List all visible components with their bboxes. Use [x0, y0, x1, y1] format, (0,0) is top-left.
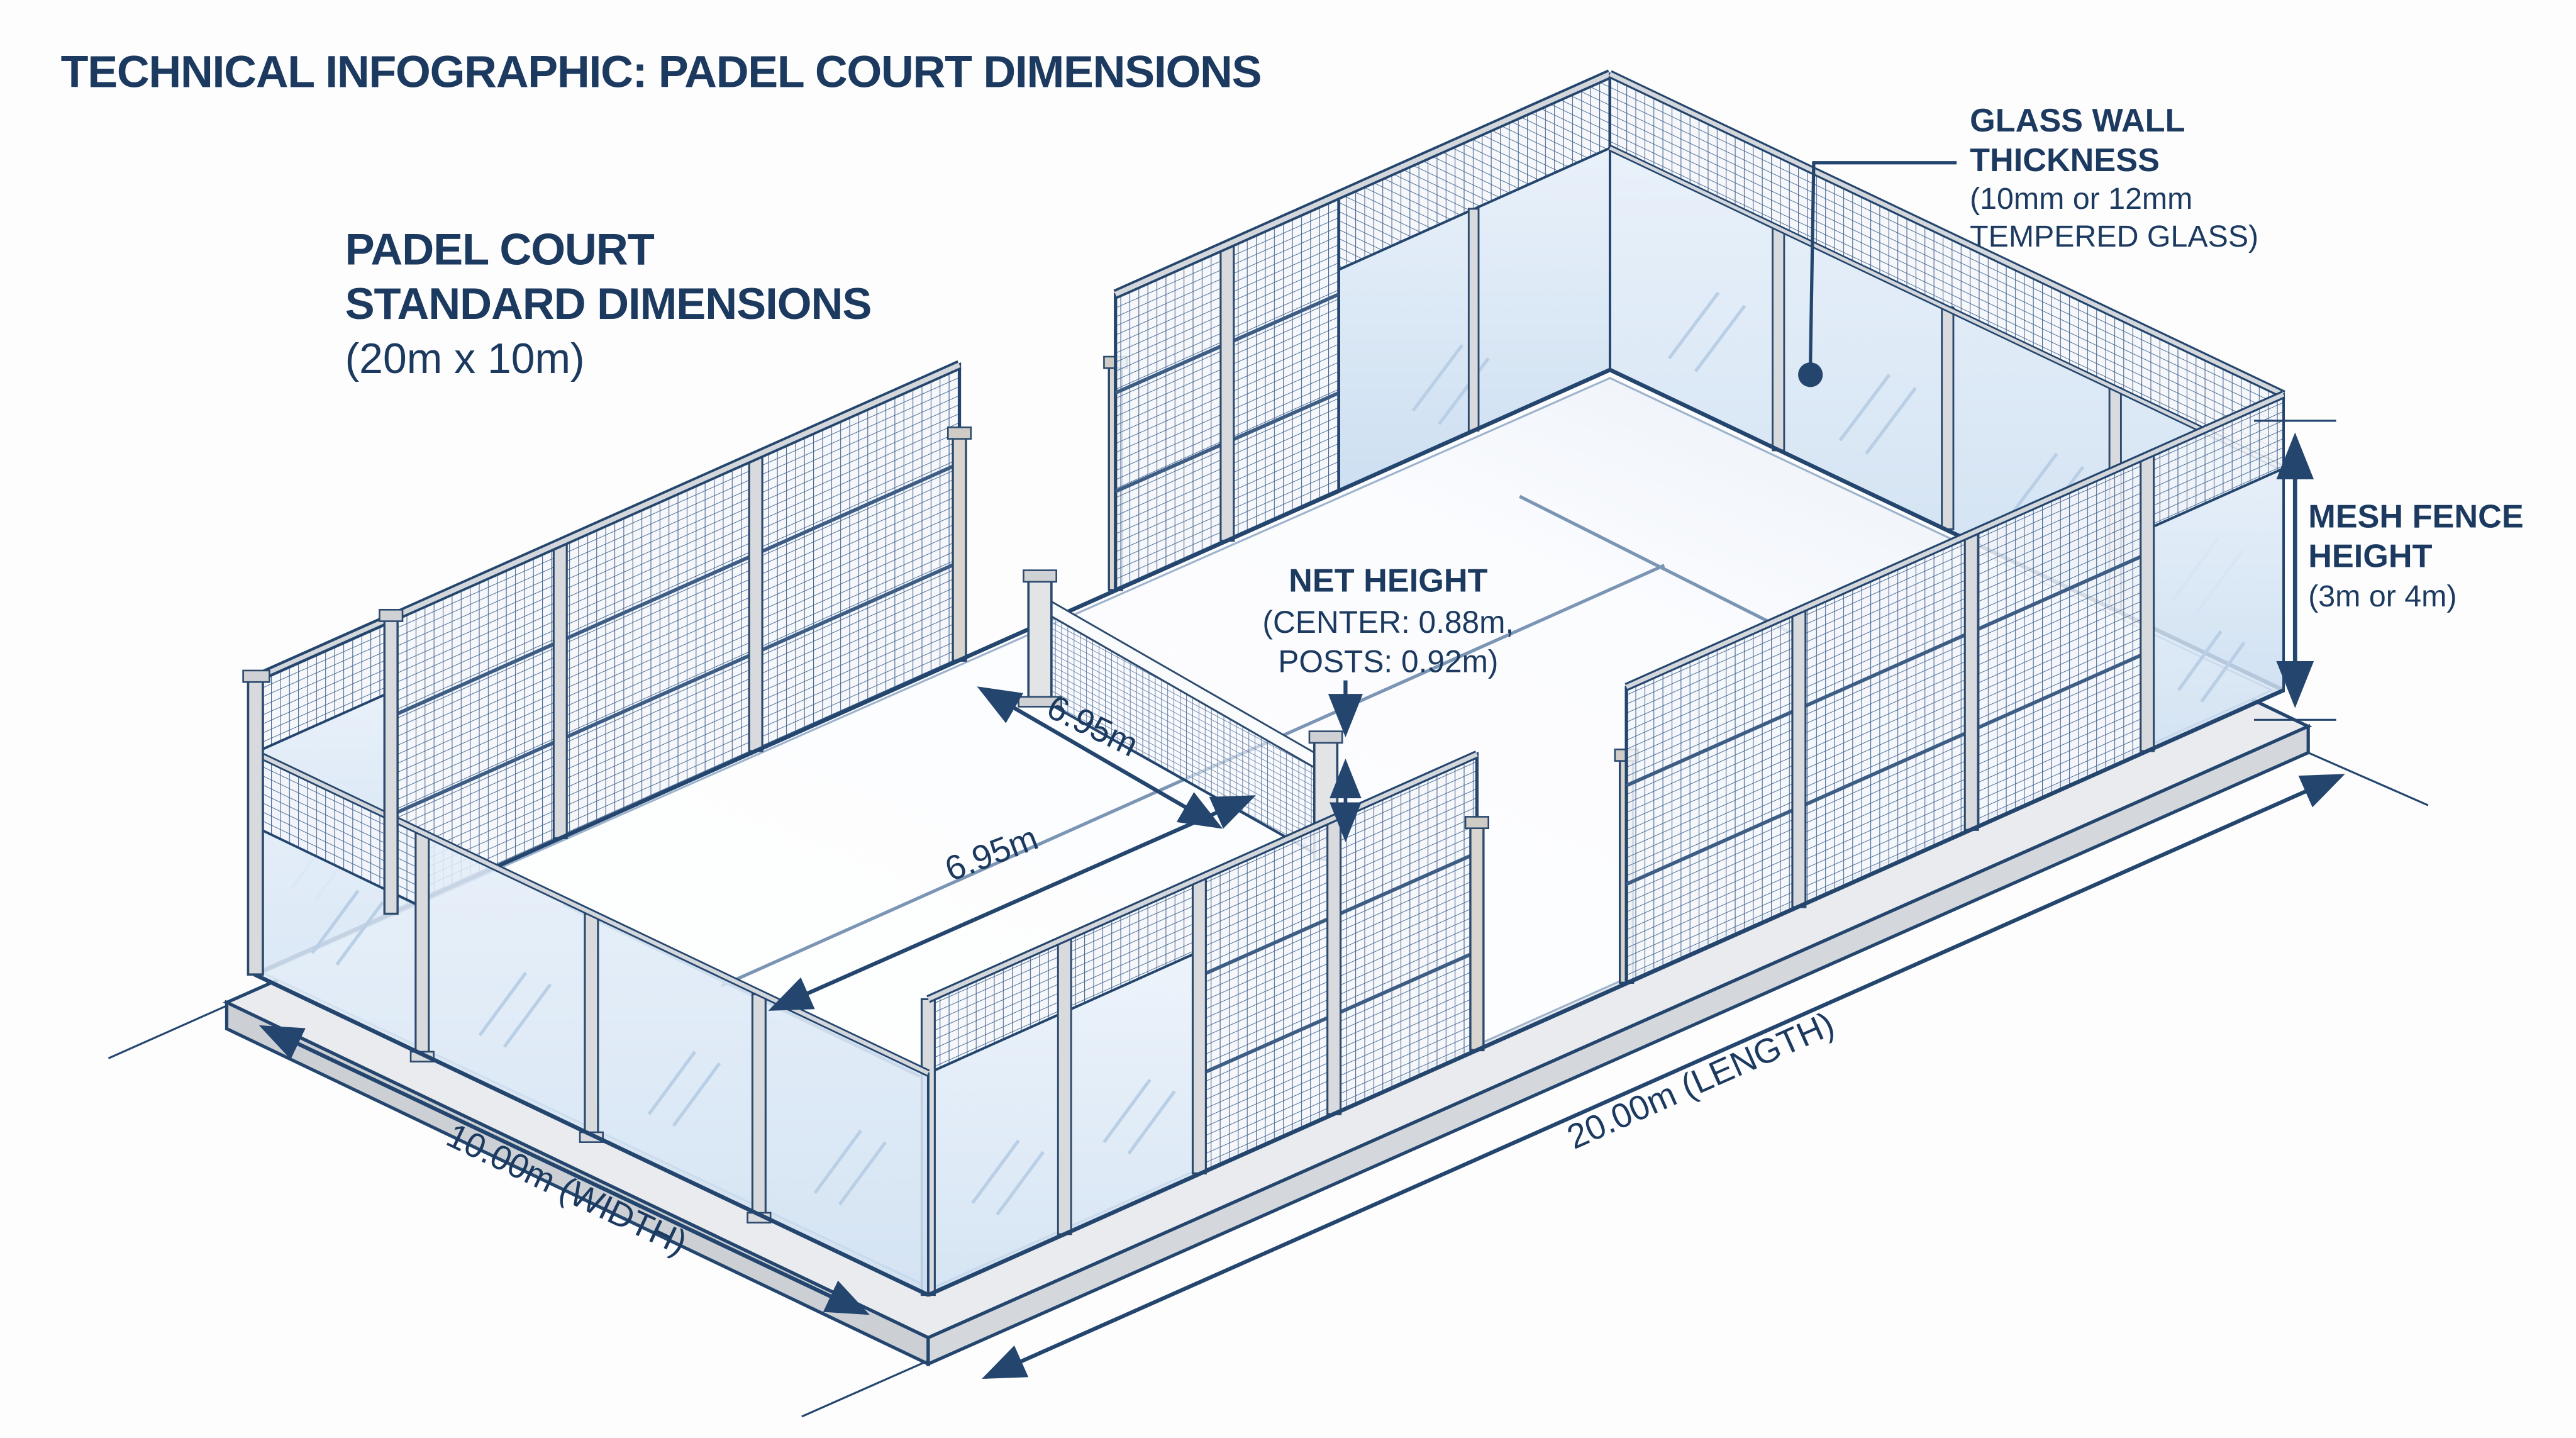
- mesh-label-line1: MESH FENCE: [2308, 499, 2523, 535]
- dimension-arrow-line: [982, 774, 2345, 1379]
- leader-dot: [1798, 362, 1823, 387]
- fence-post: [1219, 243, 1235, 542]
- corner-tower: [242, 608, 404, 976]
- page-title: TECHNICAL INFOGRAPHIC: PADEL COURT DIMEN…: [61, 47, 1262, 98]
- wall-rails: [1608, 70, 2285, 472]
- glass-label-line1: GLASS WALL: [1970, 103, 2185, 139]
- dimension-arrow-line: [768, 795, 1256, 1011]
- tower-post: [383, 616, 399, 915]
- glass-reflection: [2177, 630, 2246, 703]
- fence-post: [1963, 533, 1979, 831]
- door-frame-post: [1469, 825, 1485, 1052]
- far-service-line: [1519, 494, 1808, 643]
- subtitle-block: PADEL COURT STANDARD DIMENSIONS (20m x 1…: [345, 225, 872, 382]
- extension-line: [2307, 752, 2429, 806]
- glass-wall-label: GLASS WALL THICKNESS (10mm or 12mm TEMPE…: [1970, 103, 2258, 254]
- glass-label-line3: (10mm or 12mm: [1970, 182, 2192, 216]
- subtitle-line1: PADEL COURT: [345, 225, 655, 274]
- subtitle-line3: (20m x 10m): [345, 335, 585, 382]
- mesh-height-dimension: [2253, 420, 2336, 721]
- fence-post: [552, 541, 568, 839]
- net-label-line2: (CENTER: 0.88m,: [1262, 605, 1514, 640]
- mesh-label-line2: HEIGHT: [2308, 538, 2432, 574]
- glass-label-line2: THICKNESS: [1970, 142, 2160, 179]
- wall-top-rail: [253, 749, 930, 1077]
- net-height-label: NET HEIGHT (CENTER: 0.88m, POSTS: 0.92m): [1262, 563, 1514, 679]
- mesh-label-line3: (3m or 4m): [2308, 579, 2457, 613]
- fence-post: [1326, 817, 1342, 1115]
- net-post-cap: [1308, 730, 1343, 744]
- tower-top-rail-fill: [253, 616, 392, 681]
- mesh-rails: [390, 462, 960, 817]
- door-post-cap: [947, 426, 972, 440]
- net-label-line3: POSTS: 0.92m): [1278, 644, 1498, 679]
- fence-post: [1791, 610, 1807, 908]
- door-post-cap: [1464, 816, 1489, 830]
- net-label-line1: NET HEIGHT: [1289, 563, 1487, 599]
- extension-line: [801, 1359, 929, 1418]
- net-post-left: [1027, 577, 1053, 700]
- leader-line: [1809, 161, 1957, 364]
- net-post-cap: [1023, 569, 1057, 583]
- tower-post-cap: [242, 669, 270, 683]
- glass-post: [1467, 208, 1480, 432]
- glass-reflection: [1411, 344, 1490, 425]
- glass-label-line4: TEMPERED GLASS): [1970, 220, 2258, 254]
- dimension-arrow-line: [258, 1025, 870, 1315]
- tower-post-cap: [379, 608, 404, 622]
- glass-thickness-leader: [1798, 161, 1957, 387]
- fence-post: [748, 454, 763, 752]
- mesh-fence-label: MESH FENCE HEIGHT (3m or 4m): [2308, 499, 2523, 613]
- door-frame-post: [952, 436, 967, 662]
- subtitle-line2: STANDARD DIMENSIONS: [345, 279, 872, 328]
- extension-line: [108, 1005, 228, 1059]
- tower-corner-post: [247, 677, 264, 976]
